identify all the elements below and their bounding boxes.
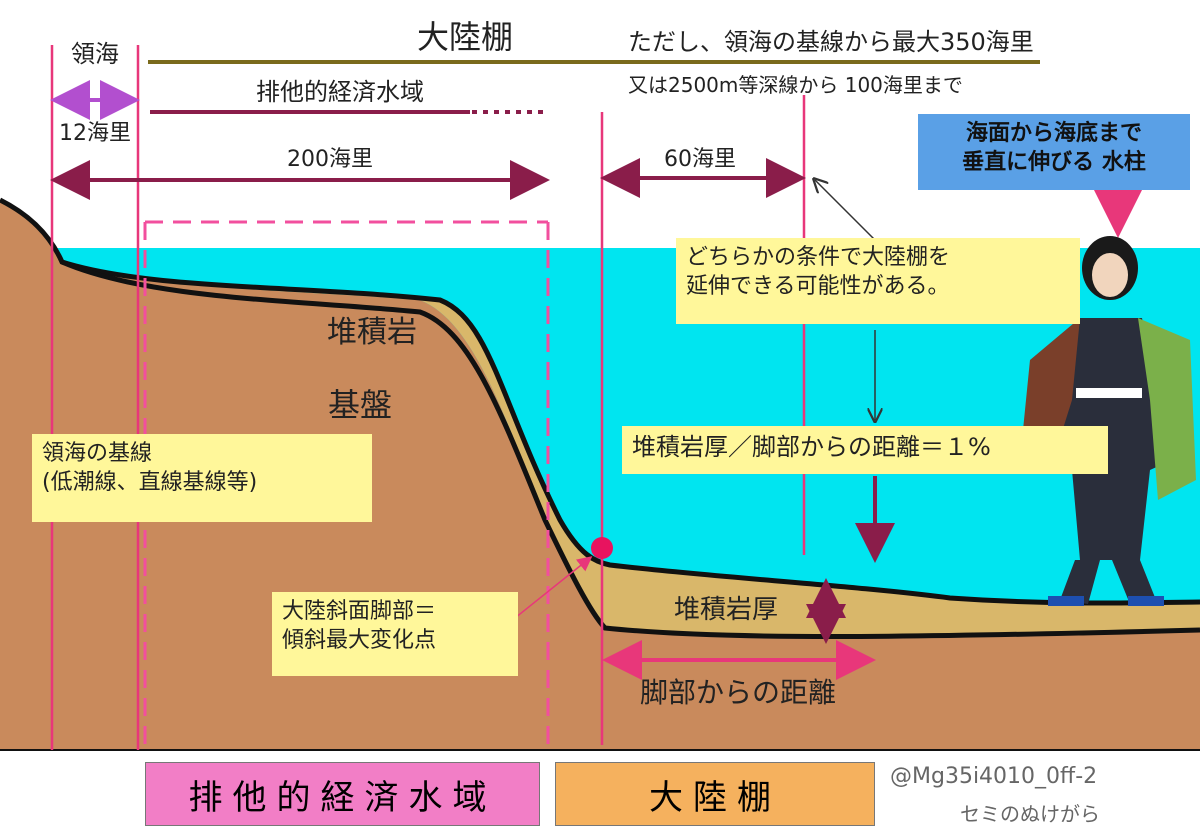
character-figure <box>1020 236 1196 606</box>
bottom-eez-box: 排他的経済水域 <box>145 762 540 826</box>
label-60nm: 60海里 <box>664 147 736 172</box>
seabed-outline <box>0 197 1200 606</box>
foot-of-slope-point <box>591 537 613 559</box>
label-territorial-sea: 領海 <box>71 40 119 68</box>
bottom-shelf-box: 大陸棚 <box>555 762 875 826</box>
label-sediment: 堆積岩 <box>327 315 417 350</box>
label-condition-line2: 又は2500m等深線から 100海里まで <box>628 73 963 97</box>
pointer-to-60nm <box>815 180 881 246</box>
credit-handle: @Mg35i4010_0ff-2 <box>890 764 1098 789</box>
label-continental-shelf-top: 大陸棚 <box>417 18 513 56</box>
note-either-condition: どちらかの条件で大陸棚を 延伸できる可能性がある。 <box>676 238 1080 324</box>
note-one-percent: 堆積岩厚／脚部からの距離＝１% <box>622 426 1108 474</box>
label-distance-from-foot: 脚部からの距離 <box>640 676 836 709</box>
label-condition-line1: ただし、領海の基線から最大350海里 <box>628 28 1034 56</box>
label-sediment-thickness: 堆積岩厚 <box>674 595 778 625</box>
label-12nm: 12海里 <box>59 121 131 146</box>
note-foot-of-slope: 大陸斜面脚部＝ 傾斜最大変化点 <box>272 592 518 676</box>
note-water-column: 海面から海底まで 垂直に伸びる 水柱 <box>918 114 1190 190</box>
label-eez-top: 排他的経済水域 <box>256 78 424 106</box>
note-baseline: 領海の基線 (低潮線、直線基線等) <box>32 434 372 522</box>
credit-name: セミのぬけがら <box>960 802 1100 826</box>
label-200nm: 200海里 <box>287 147 373 172</box>
label-basement: 基盤 <box>328 386 392 424</box>
